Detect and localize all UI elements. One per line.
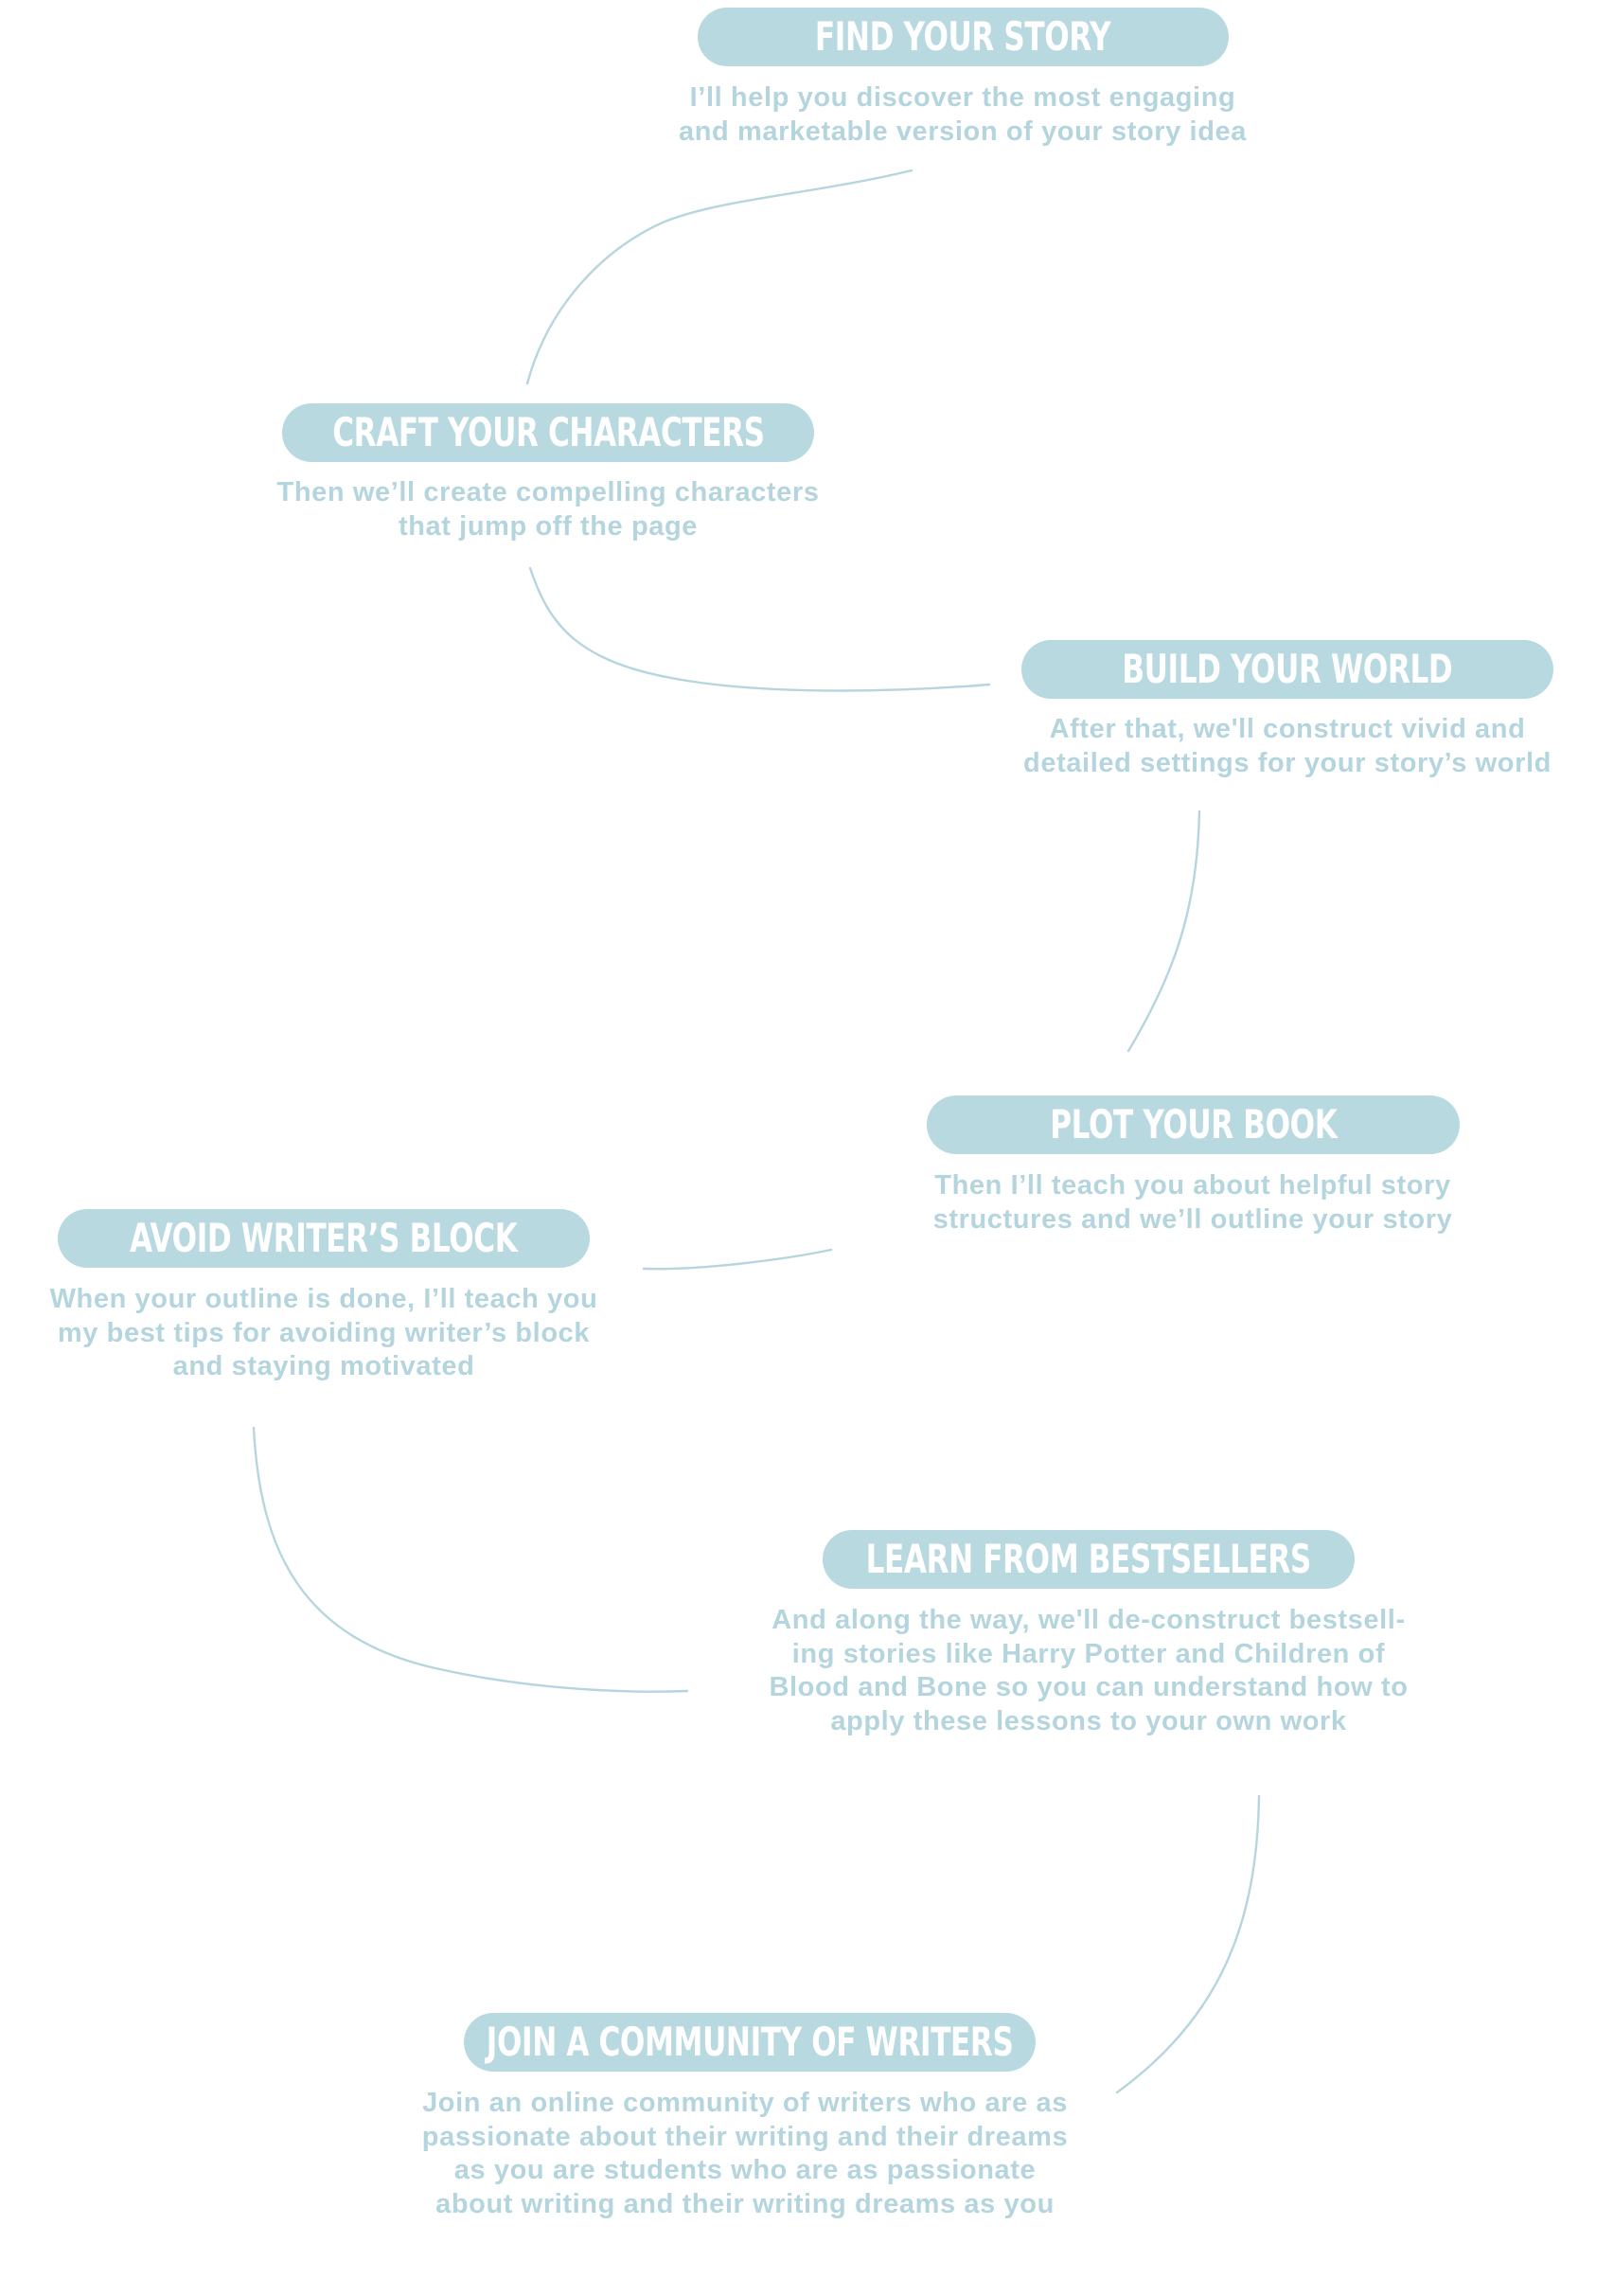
description-line: detailed settings for your story’s world (1023, 747, 1552, 778)
step-title-pill: FIND YOUR STORY (698, 8, 1229, 66)
connector-writers-block-to-bestsellers (252, 1426, 689, 1693)
step-title-pill: JOIN A COMMUNITY OF WRITERS (464, 2013, 1036, 2072)
description-line: and staying motivated (172, 1351, 475, 1381)
description-line: Then we’ll create compelling characters (276, 477, 820, 507)
step-title: CRAFT YOUR CHARACTERS (331, 409, 765, 455)
connector-characters-to-world (528, 566, 991, 692)
step-title: JOIN A COMMUNITY OF WRITERS (486, 2019, 1014, 2065)
connector-bestsellers-to-community (1115, 1794, 1261, 2094)
description-line: ing stories like Harry Potter and Childr… (791, 1638, 1386, 1669)
description-line: When your outline is done, I’ll teach yo… (49, 1284, 598, 1314)
description-line: I’ll help you discover the most engaging (689, 82, 1236, 113)
step-description: I’ll help you discover the most engaging… (584, 81, 1341, 149)
description-line: about writing and their writing dreams a… (435, 2188, 1055, 2219)
step-description: Join an online community of writers who … (319, 2087, 1171, 2221)
description-line: that jump off the page (398, 510, 699, 542)
step-description: When your outline is done, I’ll teach yo… (0, 1283, 647, 1384)
step-title: BUILD YOUR WORLD (1122, 646, 1453, 692)
step-title-pill: AVOID WRITER’S BLOCK (58, 1209, 590, 1268)
step-title-pill: PLOT YOUR BOOK (927, 1095, 1460, 1154)
step-description: Then I’ll teach you about helpful story … (814, 1169, 1571, 1237)
step-title: LEARN FROM BESTSELLERS (865, 1536, 1312, 1582)
connector-story-to-characters (525, 169, 913, 385)
description-line: my best tips for avoiding writer’s block (57, 1317, 591, 1348)
step-description: After that, we'll construct vivid and de… (909, 713, 1614, 780)
connector-world-to-plot (1126, 810, 1201, 1053)
step-title-pill: BUILD YOUR WORLD (1021, 640, 1553, 699)
description-line: as you are students who are as passionat… (453, 2155, 1037, 2185)
description-line: Blood and Bone so you can understand how… (769, 1672, 1409, 1702)
description-line: structures and we’ll outline your story (932, 1203, 1453, 1235)
description-line: Then I’ll teach you about helpful story (934, 1170, 1451, 1201)
description-line: And along the way, we'll de-construct be… (772, 1605, 1406, 1635)
description-line: Join an online community of writers who … (422, 2088, 1068, 2118)
description-line: After that, we'll construct vivid and (1049, 714, 1526, 744)
description-line: and marketable version of your story ide… (679, 116, 1247, 147)
step-title-pill: CRAFT YOUR CHARACTERS (282, 403, 814, 462)
description-line: passionate about their writing and their… (421, 2121, 1069, 2152)
step-title-pill: LEARN FROM BESTSELLERS (823, 1530, 1355, 1589)
step-title: AVOID WRITER’S BLOCK (130, 1215, 518, 1261)
connector-plot-to-writers-block (642, 1248, 833, 1271)
step-title: PLOT YOUR BOOK (1049, 1101, 1338, 1148)
step-description: Then we’ll create compelling characters … (169, 476, 927, 543)
description-line: apply these lessons to your own work (830, 1705, 1347, 1736)
step-title: FIND YOUR STORY (815, 13, 1111, 60)
step-description: And along the way, we'll de-construct be… (663, 1604, 1515, 1738)
